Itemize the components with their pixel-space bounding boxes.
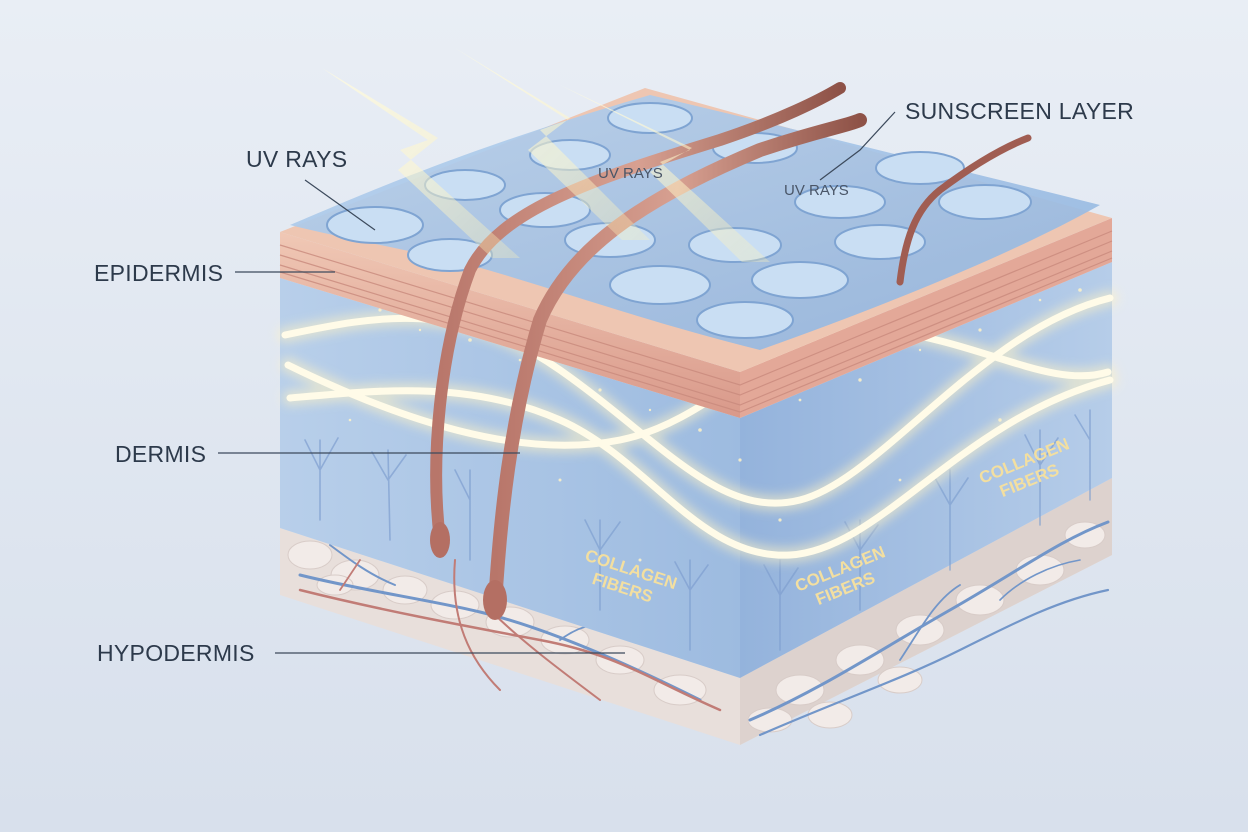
leader-lines bbox=[218, 111, 896, 654]
epidermis-layer bbox=[279, 218, 1113, 418]
label-sunscreen-layer: SUNSCREEN LAYER bbox=[905, 98, 1134, 124]
label-dermis: DERMIS bbox=[115, 441, 206, 467]
hypodermis-layer bbox=[280, 478, 1112, 745]
uv-ray-bolts bbox=[322, 48, 770, 262]
label-hypodermis: HYPODERMIS bbox=[97, 640, 255, 666]
label-uv-rays-inner-1: UV RAYS bbox=[598, 165, 663, 182]
hair-follicles bbox=[430, 82, 1032, 701]
label-uv-rays-inner-2: UV RAYS bbox=[784, 182, 849, 199]
leader-uv-rays bbox=[304, 179, 376, 231]
label-uv-rays: UV RAYS bbox=[246, 146, 347, 172]
leader-sunscreen bbox=[819, 111, 896, 181]
label-epidermis: EPIDERMIS bbox=[94, 260, 223, 286]
sunscreen-surface bbox=[280, 88, 1112, 372]
